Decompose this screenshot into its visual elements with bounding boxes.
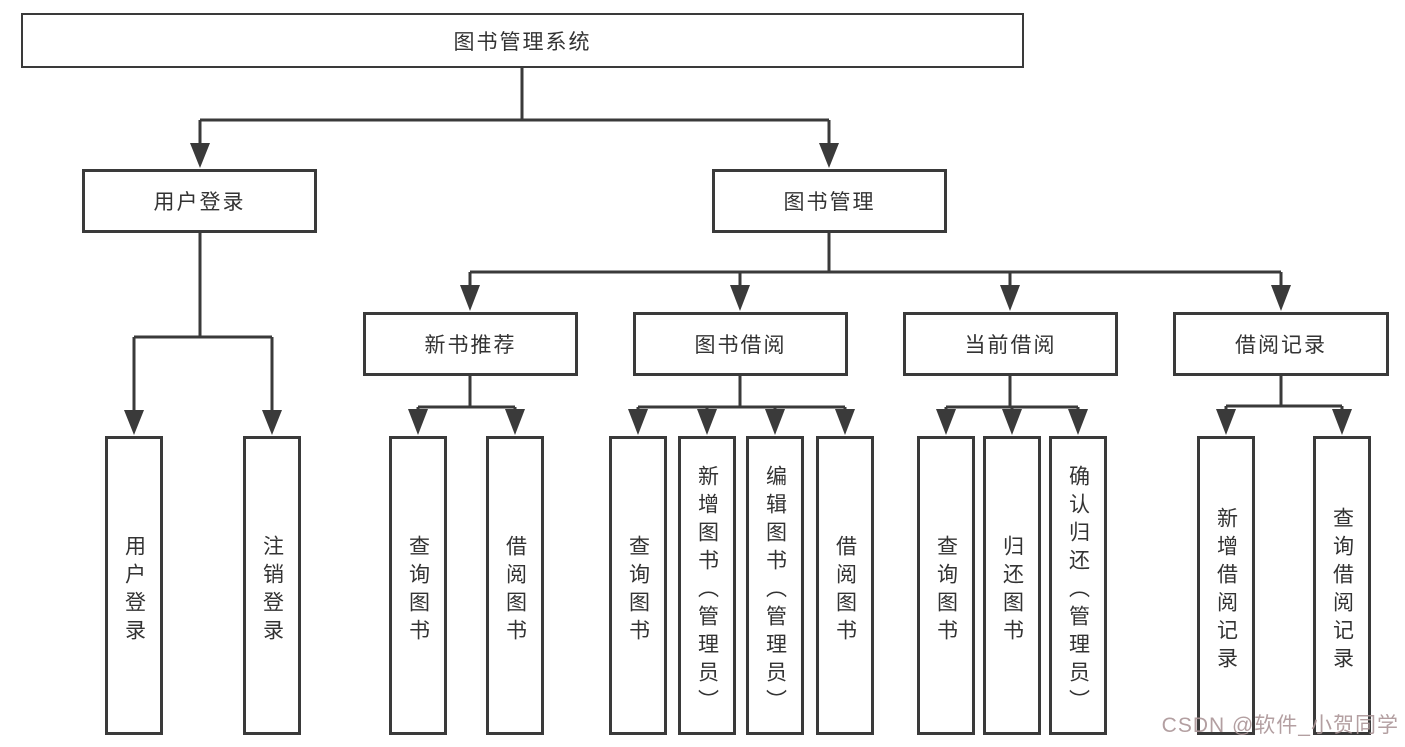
node-book-management: 图书管理 bbox=[712, 169, 947, 233]
arrowhead bbox=[1002, 409, 1022, 435]
arrowhead bbox=[190, 143, 210, 168]
connector-book-management-children bbox=[468, 233, 1283, 287]
connector-user-login-children bbox=[132, 233, 274, 412]
node-book-borrow: 图书借阅 bbox=[633, 312, 848, 376]
connector-borrow-records-children bbox=[1224, 376, 1344, 410]
node-borrow-records: 借阅记录 bbox=[1173, 312, 1389, 376]
leaf-confirm-return-admin: 确认归还（管理员） bbox=[1049, 436, 1107, 735]
arrowhead bbox=[262, 410, 282, 435]
connector-current-borrow-children bbox=[944, 376, 1080, 410]
arrowhead bbox=[1216, 409, 1236, 435]
connector-new-book-recommend-children bbox=[416, 376, 517, 410]
leaf-query-book-current: 查询图书 bbox=[917, 436, 975, 735]
leaf-logout: 注销登录 bbox=[243, 436, 301, 735]
arrowhead bbox=[124, 410, 144, 435]
csdn-watermark: CSDN @软件_小贺同学 bbox=[1161, 714, 1399, 737]
leaf-query-book-recommend: 查询图书 bbox=[389, 436, 447, 735]
arrowhead bbox=[936, 409, 956, 435]
leaf-borrow-book-recommend: 借阅图书 bbox=[486, 436, 544, 735]
node-root-system: 图书管理系统 bbox=[21, 13, 1024, 68]
node-current-borrow: 当前借阅 bbox=[903, 312, 1118, 376]
arrowhead bbox=[1271, 285, 1291, 311]
arrowhead bbox=[408, 409, 428, 435]
leaf-borrow-book: 借阅图书 bbox=[816, 436, 874, 735]
arrowhead bbox=[835, 409, 855, 435]
arrowhead bbox=[1068, 409, 1088, 435]
arrowhead bbox=[819, 143, 839, 168]
leaf-user-login: 用户登录 bbox=[105, 436, 163, 735]
arrowhead bbox=[697, 409, 717, 435]
arrowhead bbox=[1332, 409, 1352, 435]
leaf-edit-book-admin: 编辑图书（管理员） bbox=[746, 436, 804, 735]
arrowhead bbox=[765, 409, 785, 435]
leaf-query-book-borrow: 查询图书 bbox=[609, 436, 667, 735]
leaf-add-book-admin: 新增图书（管理员） bbox=[678, 436, 736, 735]
arrowhead bbox=[505, 409, 525, 435]
node-user-login: 用户登录 bbox=[82, 169, 317, 233]
leaf-query-borrow-record: 查询借阅记录 bbox=[1313, 436, 1371, 735]
leaf-return-book: 归还图书 bbox=[983, 436, 1041, 735]
arrowhead bbox=[1000, 285, 1020, 311]
arrowhead bbox=[730, 285, 750, 311]
arrowhead bbox=[460, 285, 480, 311]
arrowhead bbox=[628, 409, 648, 435]
leaf-add-borrow-record: 新增借阅记录 bbox=[1197, 436, 1255, 735]
connector-book-borrow-children bbox=[636, 376, 847, 410]
connector-root-to-level1 bbox=[198, 68, 831, 144]
node-new-book-recommend: 新书推荐 bbox=[363, 312, 578, 376]
